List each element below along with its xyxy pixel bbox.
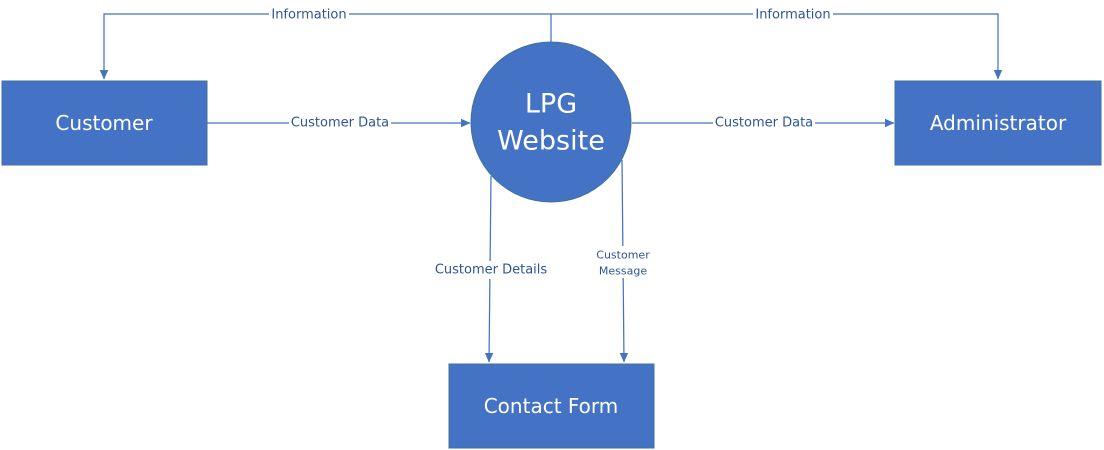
node-lpg-website-label-line2: Website: [497, 126, 605, 157]
edge-information-to-customer: [99, 13, 552, 80]
node-contact-form-label: Contact Form: [484, 394, 619, 418]
edge-label-information-right-text: Information: [755, 8, 830, 23]
edge-labels: Information Information Customer Data Cu…: [269, 6, 833, 279]
node-contact-form: Contact Form: [448, 363, 655, 449]
node-lpg-website: LPG Website: [470, 41, 632, 203]
edge-label-information-left-text: Information: [271, 8, 346, 23]
node-customer-label: Customer: [55, 111, 153, 135]
edge-label-customer-data-left-text: Customer Data: [291, 116, 389, 131]
edge-information-to-administrator: [551, 13, 1003, 80]
edge-label-customer-details-text: Customer Details: [435, 263, 548, 278]
edge-label-customer-message-line1: Customer: [596, 249, 650, 262]
edge-label-information-right: Information: [753, 6, 833, 23]
edge-label-customer-data-left: Customer Data: [289, 115, 391, 132]
edge-label-information-left: Information: [269, 6, 349, 23]
edge-label-customer-message-line2: Message: [599, 265, 647, 278]
edge-label-customer-details: Customer Details: [433, 261, 549, 279]
node-lpg-website-label-line1: LPG: [525, 89, 577, 120]
node-administrator: Administrator: [894, 80, 1102, 166]
edge-label-customer-data-right-text: Customer Data: [715, 116, 813, 131]
edge-label-customer-message: Customer Message: [594, 246, 652, 278]
node-administrator-label: Administrator: [930, 111, 1067, 135]
node-customer: Customer: [1, 80, 208, 166]
edge-label-customer-data-right: Customer Data: [713, 115, 815, 132]
